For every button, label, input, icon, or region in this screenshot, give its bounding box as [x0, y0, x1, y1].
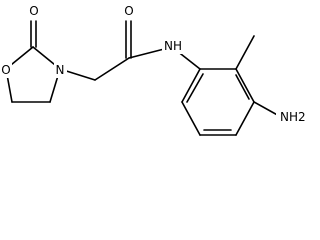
bond-ar-inner-3: [186, 73, 204, 103]
amide-nh-label: NH: [164, 39, 182, 53]
molecule-structure: O O N O NH NH2: [0, 3, 310, 136]
carbonyl-oxygen-label: O: [29, 4, 38, 18]
atom-labels: O O N O NH NH2: [0, 3, 310, 125]
bond-ar-3: [235, 101, 255, 136]
bond-ar-5: [181, 101, 201, 136]
bond-ch2-amide-c: [94, 57, 130, 81]
bond-ar-6: [181, 68, 201, 103]
amine-nh2-label: NH2: [280, 110, 306, 124]
oxazolidinone-ring: [5, 20, 61, 103]
ring-oxygen-label: O: [1, 63, 10, 77]
amide-oxygen-label: O: [124, 4, 133, 18]
benzene-ring: [181, 35, 282, 136]
ring-nitrogen-label: N: [56, 63, 65, 77]
bond-ar-2: [235, 68, 255, 103]
bond-methyl: [235, 35, 255, 70]
bond-ar-inner-1: [235, 74, 250, 100]
